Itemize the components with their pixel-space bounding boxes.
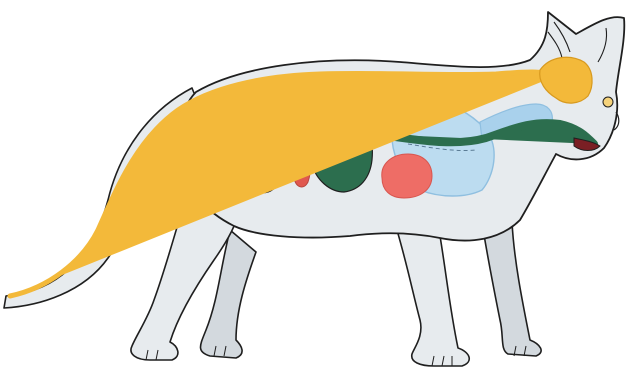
heart: [382, 154, 432, 198]
eye: [603, 97, 613, 107]
